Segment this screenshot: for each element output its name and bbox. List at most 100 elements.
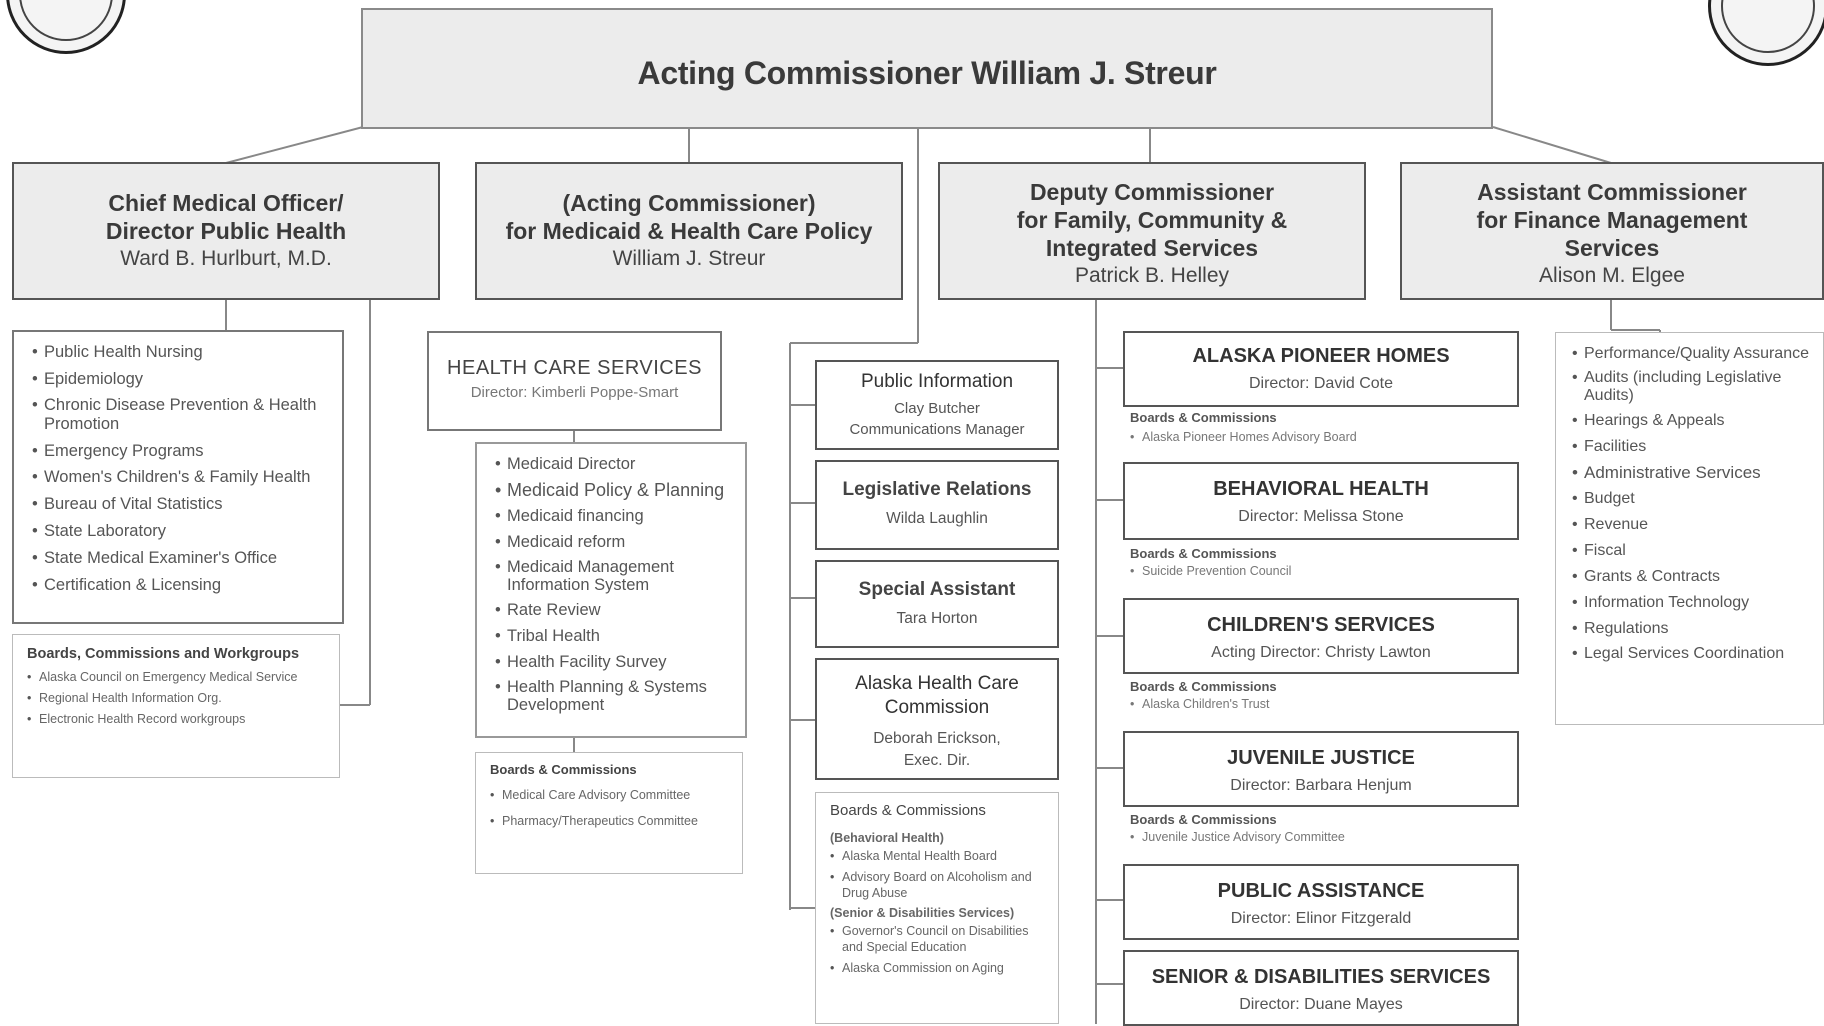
staff-boards: Boards & Commissions (Behavioral Health)… [815, 792, 1059, 1024]
boards-list: Medical Care Advisory Committee Pharmacy… [490, 787, 732, 829]
list-item: Alaska Council on Emergency Medical Serv… [27, 669, 327, 685]
division-pioneer-homes: ALASKA PIONEER HOMES Director: David Cot… [1123, 331, 1519, 407]
list-item: Women's Children's & Family Health [32, 468, 328, 487]
list-item: Bureau of Vital Statistics [32, 494, 328, 514]
division-title: JUVENILE JUSTICE [1227, 747, 1415, 769]
list-item: Grants & Contracts [1572, 567, 1815, 587]
list-item: Epidemiology [32, 369, 328, 389]
boards-group-label: (Behavioral Health) [830, 831, 944, 845]
boards-label: Boards & Commissions [1130, 812, 1277, 827]
division-title: BEHAVIORAL HEALTH [1213, 478, 1429, 500]
list-item: Governor's Council on Disabilities and S… [830, 923, 1048, 955]
division-title: ALASKA PIONEER HOMES [1192, 345, 1450, 367]
staff-detail: Deborah Erickson, Exec. Dir. [873, 730, 1001, 769]
division-director: Director: Duane Mayes [1239, 996, 1403, 1013]
list-item: Public Health Nursing [32, 342, 328, 362]
list-item: Electronic Health Record workgroups [27, 711, 327, 727]
list-item: Rate Review [495, 600, 735, 620]
division-director: Director: David Cote [1248, 375, 1394, 392]
list-item: Tribal Health [495, 626, 735, 646]
head-public-health: Chief Medical Officer/ Director Public H… [12, 162, 440, 300]
list-item: Health Planning & Systems Development [495, 678, 735, 714]
list-item: Health Facility Survey [495, 652, 735, 672]
head-name: Ward B. Hurlburt, M.D. [120, 247, 332, 270]
division-title: HEALTH CARE SERVICES [447, 357, 702, 379]
list-item: State Laboratory [32, 521, 328, 541]
list-item: Budget [1572, 489, 1815, 509]
list-item: Administrative Services [1572, 463, 1815, 483]
list-item: Medicaid Management Information System [495, 558, 735, 594]
staff-detail: Tara Horton [896, 610, 978, 627]
head-finance: Assistant Commissioner for Finance Manag… [1400, 162, 1824, 300]
division-childrens-services: CHILDREN'S SERVICES Acting Director: Chr… [1123, 598, 1519, 674]
list-item: Alaska Mental Health Board [830, 848, 1048, 864]
staff-public-information: Public Information Clay Butcher Communic… [815, 360, 1059, 450]
finance-programs: Performance/Quality Assurance Audits (in… [1555, 332, 1824, 725]
program-list: Medicaid Director Medicaid Policy & Plan… [495, 454, 735, 714]
list-item: Regulations [1572, 619, 1815, 639]
commissioner-box: Acting Commissioner William J. Streur [361, 8, 1493, 129]
list-item: Facilities [1572, 437, 1815, 457]
division-director: Director: Barbara Henjum [1230, 777, 1412, 794]
list-item: Pharmacy/Therapeutics Committee [490, 813, 732, 829]
board-item: Suicide Prevention Council [1130, 564, 1291, 578]
division-juvenile-justice: JUVENILE JUSTICE Director: Barbara Henju… [1123, 731, 1519, 807]
list-item: Performance/Quality Assurance [1572, 345, 1815, 363]
boards-label: Boards & Commissions [1130, 679, 1277, 694]
list-item: Hearings & Appeals [1572, 411, 1815, 431]
head-title: Deputy Commissioner for Family, Communit… [1016, 179, 1288, 261]
division-senior-disabilities: SENIOR & DISABILITIES SERVICES Director:… [1123, 950, 1519, 1026]
list-item: Medicaid financing [495, 506, 735, 526]
staff-title: Public Information [860, 371, 1014, 392]
commissioner-title: Acting Commissioner William J. Streur [637, 55, 1217, 91]
list-item: Fiscal [1572, 541, 1815, 561]
boards-title: Boards & Commissions [830, 802, 986, 819]
head-name: William J. Streur [612, 247, 766, 270]
head-title: (Acting Commissioner) for Medicaid & Hea… [505, 190, 873, 244]
staff-legislative-relations: Legislative Relations Wilda Laughlin [815, 460, 1059, 550]
list-item: Emergency Programs [32, 441, 328, 461]
division-title: SENIOR & DISABILITIES SERVICES [1151, 966, 1491, 988]
program-list: Public Health Nursing Epidemiology Chron… [32, 342, 328, 595]
board-item: Alaska Pioneer Homes Advisory Board [1130, 430, 1357, 444]
boards-list: Governor's Council on Disabilities and S… [830, 923, 1048, 976]
division-director: Acting Director: Christy Lawton [1211, 644, 1431, 661]
boards-list: Alaska Council on Emergency Medical Serv… [27, 669, 327, 727]
list-item: Certification & Licensing [32, 575, 328, 595]
list-item: Regional Health Information Org. [27, 690, 327, 706]
division-behavioral-health: BEHAVIORAL HEALTH Director: Melissa Ston… [1123, 462, 1519, 540]
list-item: Chronic Disease Prevention & Health Prom… [32, 396, 328, 434]
boards-group-label: (Senior & Disabilities Services) [830, 906, 1015, 920]
division-director: Director: Melissa Stone [1238, 508, 1404, 525]
list-item: State Medical Examiner's Office [32, 548, 328, 568]
boards-list: Alaska Mental Health Board Advisory Boar… [830, 848, 1048, 901]
head-title: Chief Medical Officer/ Director Public H… [105, 190, 347, 244]
staff-title: Alaska Health Care Commission [855, 673, 1019, 718]
list-item: Medicaid reform [495, 532, 735, 552]
list-item: Medicaid Director [495, 454, 735, 474]
boards-label: Boards & Commissions [1130, 410, 1277, 425]
public-health-boards: Boards, Commissions and Workgroups Alask… [12, 634, 340, 778]
head-family-community: Deputy Commissioner for Family, Communit… [938, 162, 1366, 300]
list-item: Information Technology [1572, 593, 1815, 613]
division-title: CHILDREN'S SERVICES [1207, 614, 1435, 636]
health-care-services-box: HEALTH CARE SERVICES Director: Kimberli … [427, 331, 722, 431]
division-director: Director: Elinor Fitzgerald [1230, 910, 1412, 927]
health-care-boards: Boards & Commissions Medical Care Adviso… [475, 752, 743, 874]
list-item: Revenue [1572, 515, 1815, 535]
list-item: Advisory Board on Alcoholism and Drug Ab… [830, 869, 1048, 901]
staff-title: Special Assistant [858, 579, 1016, 600]
head-medicaid: (Acting Commissioner) for Medicaid & Hea… [475, 162, 903, 300]
board-item: Juvenile Justice Advisory Committee [1130, 830, 1345, 844]
list-item: Medical Care Advisory Committee [490, 787, 732, 803]
health-care-programs: Medicaid Director Medicaid Policy & Plan… [475, 442, 747, 738]
division-public-assistance: PUBLIC ASSISTANCE Director: Elinor Fitzg… [1123, 864, 1519, 940]
list-item: Medicaid Policy & Planning [495, 480, 735, 500]
staff-detail: Clay Butcher Communications Manager [849, 400, 1025, 438]
boards-title: Boards, Commissions and Workgroups [27, 646, 300, 662]
list-item: Audits (including Legislative Audits) [1572, 369, 1815, 405]
board-item: Alaska Children's Trust [1130, 697, 1269, 711]
staff-title: Legislative Relations [842, 479, 1032, 500]
head-name: Alison M. Elgee [1539, 264, 1685, 287]
